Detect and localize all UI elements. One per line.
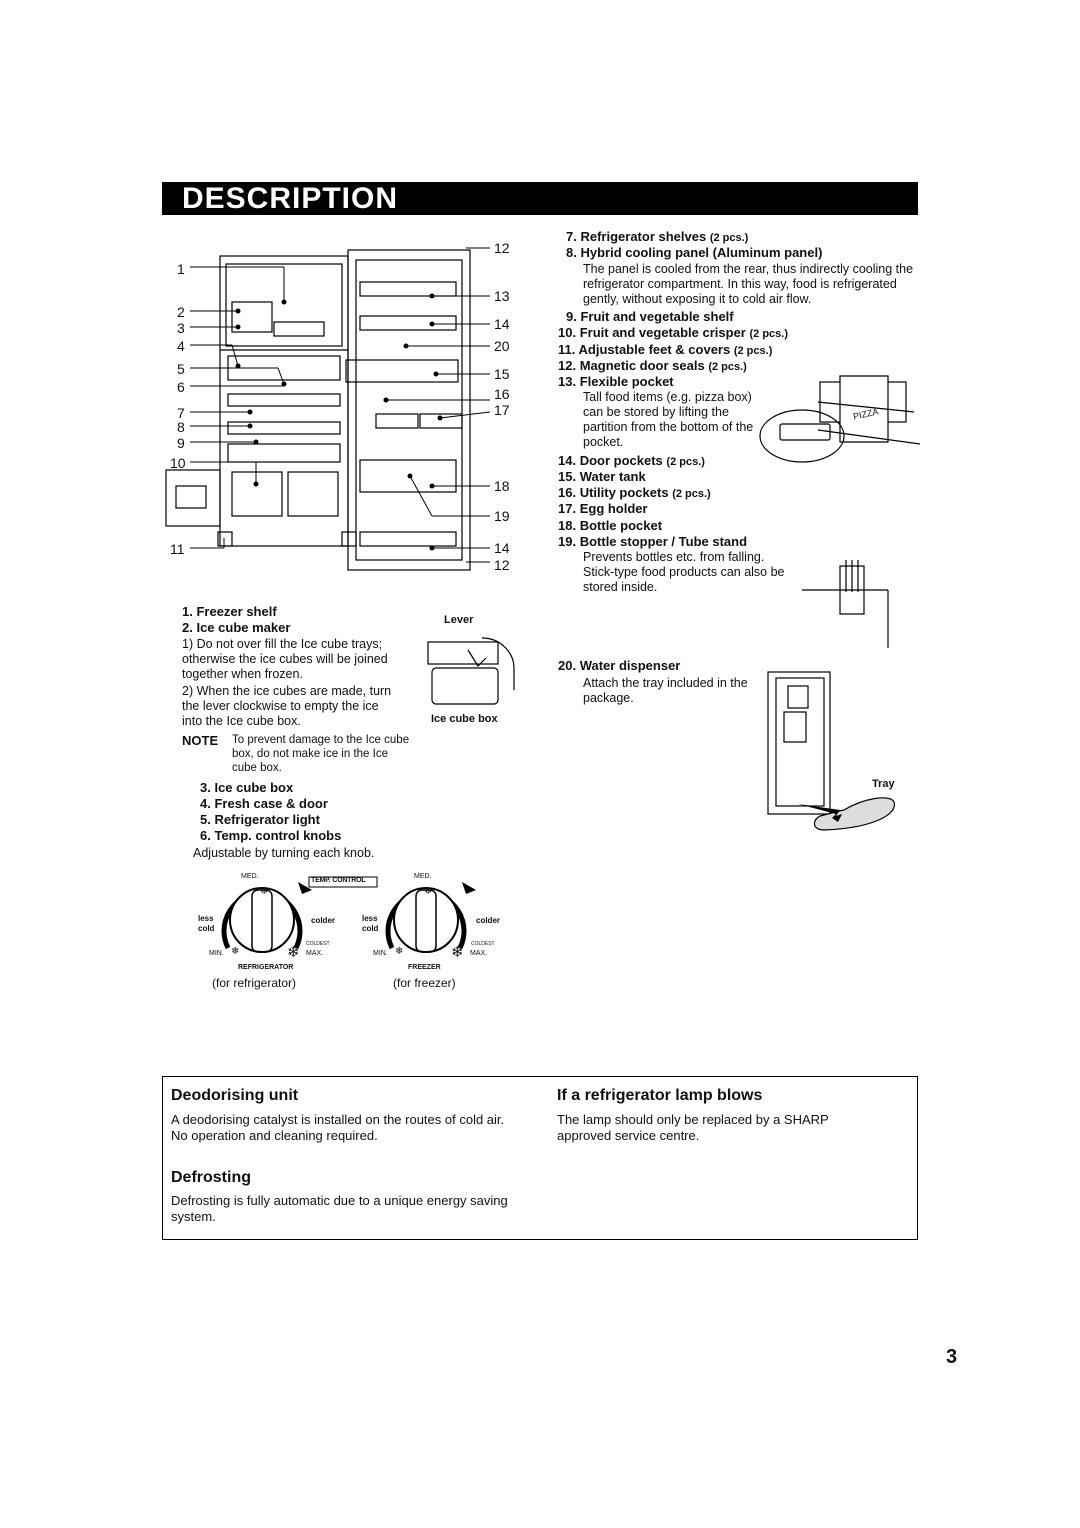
- knob-med-1: MED.: [241, 873, 259, 880]
- callout-3: 3: [177, 320, 185, 336]
- lamp-title: If a refrigerator lamp blows: [557, 1087, 763, 1104]
- item-14: 14. Door pockets (2 pcs.): [558, 453, 705, 468]
- item-8-desc: The panel is cooled from the rear, thus …: [583, 262, 914, 306]
- info-box: Deodorising unit A deodorising catalyst …: [162, 1076, 918, 1240]
- callout-4: 4: [177, 338, 185, 354]
- callout-9: 9: [177, 435, 185, 451]
- page-title: DESCRIPTION: [182, 182, 399, 215]
- bottle-stopper-illustration: [802, 560, 889, 648]
- water-dispenser-illustration: [767, 671, 895, 831]
- knob-freezer-label: FREEZER: [408, 964, 441, 971]
- callout-2: 2: [177, 304, 185, 320]
- callout-18: 18: [494, 478, 510, 494]
- snowflake-icon: ❄: [287, 944, 300, 961]
- item-19-desc: Prevents bottles etc. from falling. Stic…: [583, 550, 785, 594]
- item-5: 5. Refrigerator light: [200, 812, 320, 827]
- page-number: 3: [946, 1346, 958, 1368]
- callout-16: 16: [494, 386, 510, 402]
- item-1: 1. Freezer shelf: [182, 604, 277, 619]
- snowflake-icon: ❄: [451, 944, 464, 961]
- temp-control-label: TEMP. CONTROL: [311, 877, 366, 884]
- note-text: To prevent damage to the Ice cube box, d…: [232, 734, 410, 774]
- item-3: 3. Ice cube box: [200, 780, 294, 795]
- item-15: 15. Water tank: [558, 469, 646, 484]
- knob-less-cold-1: less cold: [198, 914, 215, 933]
- snowflake-icon: ❄: [395, 946, 404, 957]
- for-freezer: (for freezer): [393, 976, 456, 990]
- tray-label: Tray: [872, 778, 895, 790]
- callout-12-bottom: 12: [494, 557, 510, 573]
- ice-maker-illustration: [427, 637, 515, 705]
- knob-colder-2: colder: [476, 916, 501, 925]
- snowflake-icon: ❄: [424, 886, 433, 897]
- note-label: NOTE: [182, 733, 219, 748]
- callout-11: 11: [170, 541, 185, 557]
- callout-17: 17: [494, 402, 510, 418]
- item-8: 8. Hybrid cooling panel (Aluminum panel): [566, 245, 823, 260]
- temp-control-knobs: [221, 876, 476, 953]
- callout-6: 6: [177, 379, 185, 395]
- lever-label: Lever: [444, 614, 474, 626]
- item-6: 6. Temp. control knobs: [200, 828, 342, 843]
- item-20-desc: Attach the tray included in the package.: [583, 676, 748, 705]
- callout-5: 5: [177, 361, 185, 377]
- snowflake-icon: ❄: [260, 886, 269, 897]
- knob-min-1: MIN.: [209, 950, 224, 957]
- item-9: 9. Fruit and vegetable shelf: [566, 309, 734, 324]
- item-2: 2. Ice cube maker: [182, 620, 291, 635]
- item-16: 16. Utility pockets (2 pcs.): [558, 485, 711, 500]
- callout-12-top: 12: [494, 240, 510, 256]
- knob-min-2: MIN.: [373, 950, 388, 957]
- callout-13: 13: [494, 288, 510, 304]
- item-7: 7. Refrigerator shelves (2 pcs.): [566, 229, 749, 244]
- knob-desc: Adjustable by turning each knob.: [193, 846, 375, 860]
- ice-note-1: 1) Do not over fill the Ice cube trays; …: [182, 637, 388, 681]
- callout-14-top: 14: [494, 316, 510, 332]
- knob-max-2: MAX.: [470, 950, 488, 957]
- item-11: 11. Adjustable feet & covers (2 pcs.): [558, 342, 773, 357]
- for-refrigerator: (for refrigerator): [212, 976, 297, 990]
- snowflake-icon: ❄: [231, 946, 240, 957]
- item-18: 18. Bottle pocket: [558, 518, 663, 533]
- callout-19: 19: [494, 508, 510, 524]
- defrosting-text: Defrosting is fully automatic due to a u…: [171, 1193, 508, 1224]
- item-10: 10. Fruit and vegetable crisper (2 pcs.): [558, 325, 789, 340]
- fridge-diagram: [165, 247, 491, 571]
- ice-note-2: 2) When the ice cubes are made, turn the…: [182, 684, 392, 728]
- item-20: 20. Water dispenser: [558, 658, 681, 673]
- callout-8: 8: [177, 419, 185, 435]
- title-banner: DESCRIPTION: [162, 182, 918, 215]
- knob-max-1: MAX.: [306, 950, 324, 957]
- knob-coldest-1: COLDEST: [306, 941, 330, 947]
- callout-1: 1: [177, 261, 185, 277]
- flexible-pocket-illustration: [759, 375, 920, 463]
- item-13-desc: Tall food items (e.g. pizza box) can be …: [583, 390, 754, 449]
- item-4: 4. Fresh case & door: [200, 796, 328, 811]
- knob-refrigerator-label: REFRIGERATOR: [238, 964, 294, 971]
- deodorising-title: Deodorising unit: [171, 1087, 299, 1104]
- knob-colder-1: colder: [311, 916, 336, 925]
- knob-med-2: MED.: [414, 873, 432, 880]
- deodorising-text: A deodorising catalyst is installed on t…: [171, 1112, 505, 1143]
- callout-10: 10: [170, 455, 186, 471]
- defrosting-title: Defrosting: [171, 1169, 251, 1186]
- callout-20: 20: [494, 338, 510, 354]
- knob-coldest-2: COLDEST: [471, 941, 495, 947]
- item-13: 13. Flexible pocket: [558, 374, 674, 389]
- callout-7: 7: [177, 405, 185, 421]
- item-12: 12. Magnetic door seals (2 pcs.): [558, 358, 747, 373]
- lamp-text: The lamp should only be replaced by a SH…: [557, 1112, 829, 1143]
- callout-14-bottom: 14: [494, 540, 510, 556]
- callout-15: 15: [494, 366, 510, 382]
- knob-less-cold-2: less cold: [362, 914, 379, 933]
- item-19: 19. Bottle stopper / Tube stand: [558, 534, 748, 549]
- icebox-label: Ice cube box: [431, 713, 498, 725]
- item-17: 17. Egg holder: [558, 501, 648, 516]
